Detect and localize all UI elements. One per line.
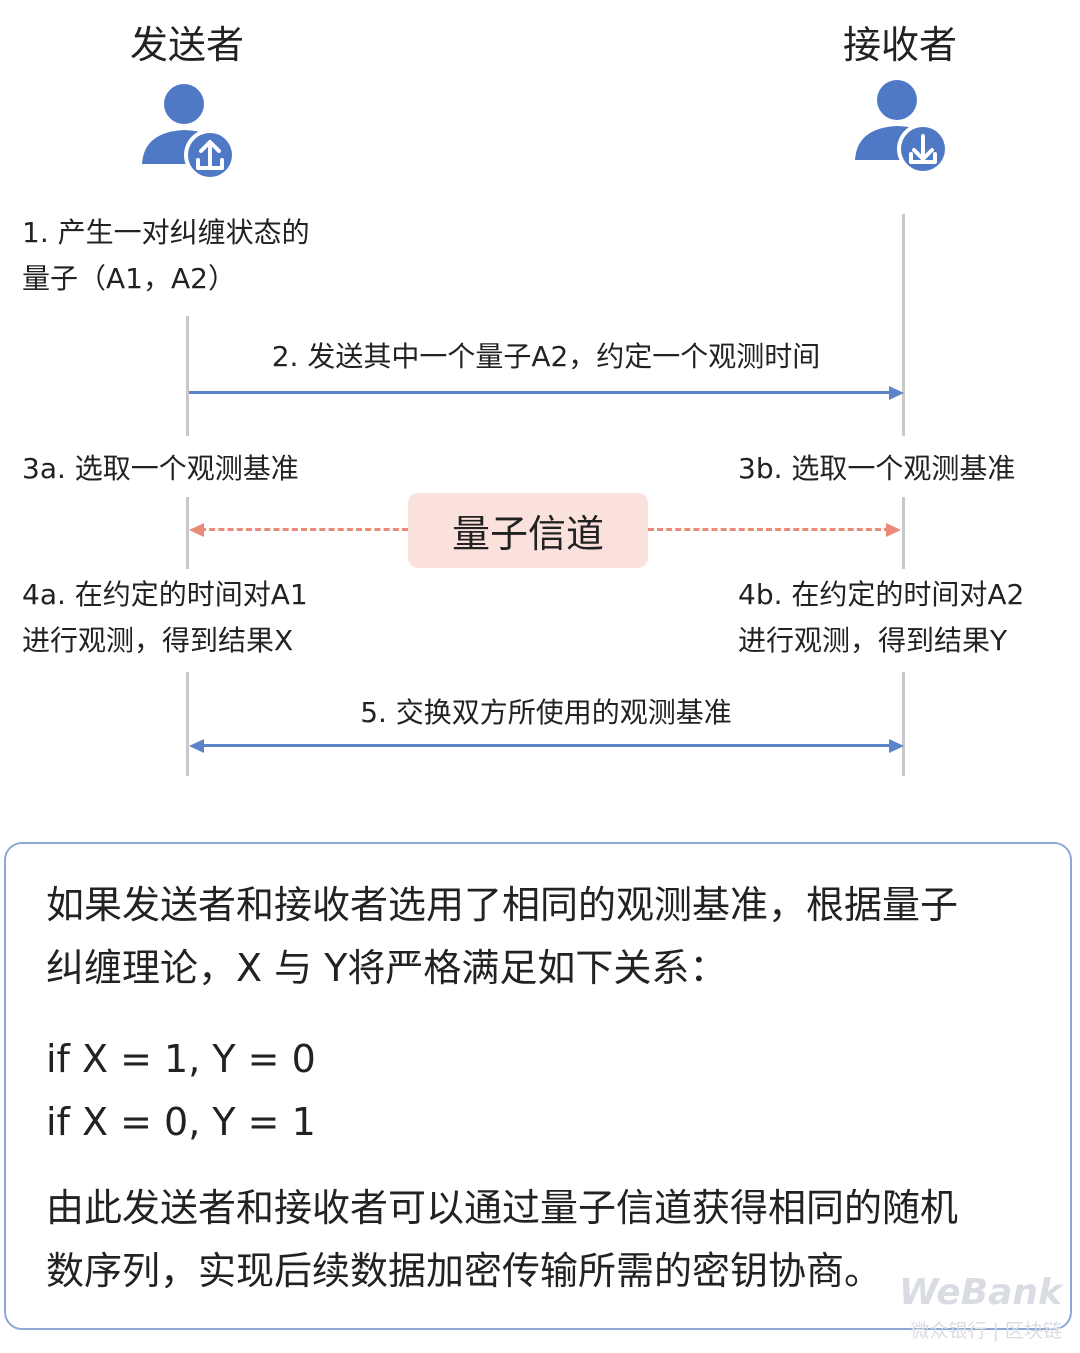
explanation-box — [4, 842, 1072, 1330]
condition-2: if X = 0, Y = 1 — [46, 1100, 316, 1144]
arrow-left-icon — [189, 523, 204, 537]
step4a-text-line1: 4a. 在约定的时间对A1 — [22, 578, 308, 611]
receiver-lifeline-1 — [902, 214, 905, 436]
arrow-right-icon — [889, 386, 904, 400]
sender-lifeline-3 — [186, 672, 189, 776]
webank-logo: WeBank — [898, 1272, 1062, 1313]
step2-arrow — [189, 391, 893, 394]
step4b-text-line2: 进行观测，得到结果Y — [738, 624, 1008, 657]
note-line2: 纠缠理论，X 与 Y将严格满足如下关系： — [46, 946, 728, 990]
note-line3: 由此发送者和接收者可以通过量子信道获得相同的随机 — [46, 1186, 959, 1230]
step3b-text: 3b. 选取一个观测基准 — [738, 452, 1016, 485]
note-line1: 如果发送者和接收者选用了相同的观测基准，根据量子 — [46, 883, 959, 927]
step5-arrow — [197, 744, 893, 747]
step4a-text-line2: 进行观测，得到结果X — [22, 624, 294, 657]
sender-title: 发送者 — [129, 23, 244, 67]
user-download-icon — [855, 80, 949, 175]
step4b-text-line1: 4b. 在约定的时间对A2 — [738, 578, 1025, 611]
arrow-left-icon — [189, 739, 204, 753]
channel-dashed-left — [200, 528, 408, 531]
receiver-lifeline-3 — [902, 672, 905, 776]
user-upload-icon — [142, 84, 236, 181]
note-line4: 数序列，实现后续数据加密传输所需的密钥协商。 — [46, 1249, 883, 1293]
receiver-lifeline-2 — [902, 497, 905, 569]
step5-text: 5. 交换双方所使用的观测基准 — [360, 696, 732, 729]
arrow-right-icon — [886, 523, 901, 537]
step2-text: 2. 发送其中一个量子A2，约定一个观测时间 — [271, 340, 821, 373]
step1-text-line1: 1. 产生一对纠缠状态的 — [22, 216, 310, 249]
webank-subtitle: 微众银行 | 区块链 — [910, 1320, 1062, 1342]
quantum-channel-badge: 量子信道 — [408, 493, 648, 568]
receiver-title: 接收者 — [842, 23, 957, 67]
step1-text-line2: 量子（A1，A2） — [22, 262, 236, 295]
arrow-right-icon — [889, 739, 904, 753]
sender-lifeline-1 — [186, 316, 189, 436]
channel-dashed-right — [648, 528, 890, 531]
sender-lifeline-2 — [186, 497, 189, 569]
condition-1: if X = 1, Y = 0 — [46, 1037, 316, 1081]
step3a-text: 3a. 选取一个观测基准 — [22, 452, 299, 485]
